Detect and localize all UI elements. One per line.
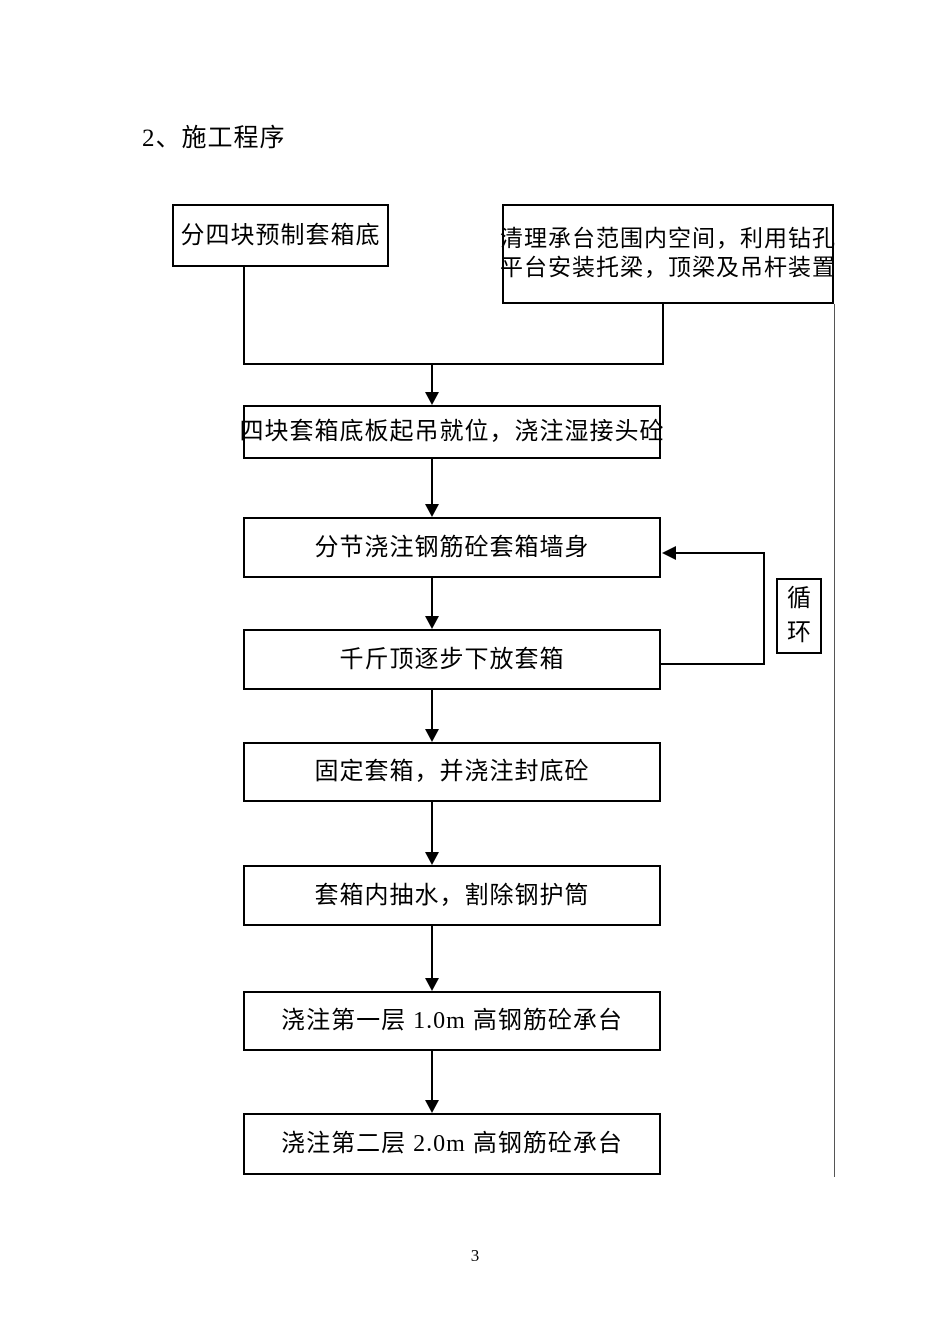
flow-box-label: 固定套箱，并浇注封底砼 <box>314 759 590 785</box>
flow-box-prefab-bottom: 分四块预制套箱底 <box>172 204 389 267</box>
connector-line <box>431 578 433 616</box>
flow-box-cap-layer2: 浇注第二层 2.0m 高钢筋砼承台 <box>243 1113 661 1175</box>
flow-box-pour-wall: 分节浇注钢筋砼套箱墙身 <box>243 517 661 578</box>
flow-box-label: 浇注第一层 1.0m 高钢筋砼承台 <box>281 1008 623 1034</box>
flow-box-label: 浇注第二层 2.0m 高钢筋砼承台 <box>281 1131 623 1157</box>
vertical-rule <box>834 304 835 1177</box>
connector-line-merge <box>243 363 664 365</box>
connector-line <box>431 802 433 852</box>
flow-box-label: 四块套箱底板起吊就位，浇注湿接头砼 <box>239 419 665 445</box>
flow-box-label: 分节浇注钢筋砼套箱墙身 <box>314 534 590 561</box>
arrow-down-icon <box>425 392 439 405</box>
flow-box-jack-lower: 千斤顶逐步下放套箱 <box>243 629 661 690</box>
connector-line-merge-down <box>431 365 433 392</box>
connector-line <box>431 926 433 978</box>
connector-line <box>431 1051 433 1100</box>
page-number: 3 <box>470 1246 480 1265</box>
loop-label-box: 循环 <box>776 578 822 654</box>
arrow-down-icon <box>425 616 439 629</box>
flow-box-label: 套箱内抽水，割除钢护筒 <box>314 882 590 909</box>
flow-box-label-line2: 平台安装托梁，顶梁及吊杆装置 <box>500 255 836 280</box>
connector-line <box>431 690 433 729</box>
loop-line-bottom <box>661 663 765 665</box>
connector-line-left-branch <box>243 267 245 365</box>
arrow-left-icon <box>662 546 676 560</box>
flow-box-label: 分四块预制套箱底 <box>180 222 381 249</box>
connector-line <box>431 459 433 504</box>
loop-line-right <box>763 553 765 665</box>
flow-box-prepare-platform: 清理承台范围内空间，利用钻孔 平台安装托梁，顶梁及吊杆装置 <box>500 204 836 304</box>
arrow-down-icon <box>425 852 439 865</box>
arrow-down-icon <box>425 504 439 517</box>
flow-box-hoist-bottom-slabs: 四块套箱底板起吊就位，浇注湿接头砼 <box>240 405 664 459</box>
section-heading: 2、施工程序 <box>142 125 286 152</box>
flow-box-label-line1: 清理承台范围内空间，利用钻孔 <box>500 226 836 252</box>
flow-box-label: 千斤顶逐步下放套箱 <box>339 646 565 673</box>
flow-box-cap-layer1: 浇注第一层 1.0m 高钢筋砼承台 <box>243 991 661 1051</box>
arrow-down-icon <box>425 1100 439 1113</box>
arrow-down-icon <box>425 978 439 991</box>
connector-line-right-branch <box>662 304 664 365</box>
arrow-down-icon <box>425 729 439 742</box>
flow-box-fix-seal: 固定套箱，并浇注封底砼 <box>243 742 661 802</box>
loop-line-top <box>674 552 765 554</box>
flow-box-pump-cut: 套箱内抽水，割除钢护筒 <box>243 865 661 926</box>
